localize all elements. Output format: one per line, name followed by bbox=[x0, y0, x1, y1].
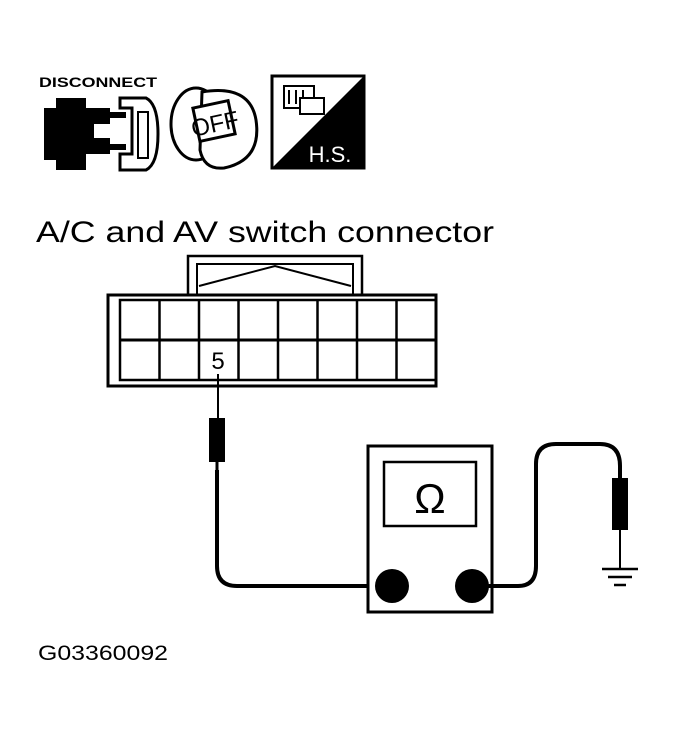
ohm-symbol: Ω bbox=[414, 475, 445, 522]
figure-code: G03360092 bbox=[38, 642, 168, 665]
ac-av-switch-connector bbox=[106, 254, 438, 388]
disconnect-icon: DISCONNECT bbox=[39, 74, 160, 172]
probe-ground bbox=[612, 478, 628, 568]
ground-symbol-icon bbox=[602, 567, 638, 587]
meter-terminal-left bbox=[375, 569, 409, 603]
diagram-title: A/C and AV switch connector bbox=[36, 216, 494, 249]
hs-icon: H.S. bbox=[270, 74, 366, 170]
hs-label: H.S. bbox=[309, 142, 352, 167]
probe-lead-left bbox=[215, 470, 392, 588]
ohmmeter: Ω bbox=[366, 444, 494, 614]
probe-terminal-5 bbox=[209, 374, 225, 470]
ignition-off-icon: OFF bbox=[169, 86, 259, 170]
probe-lead-right bbox=[472, 442, 622, 588]
disconnect-label: DISCONNECT bbox=[39, 74, 158, 90]
terminal-5-label: 5 bbox=[211, 348, 224, 375]
